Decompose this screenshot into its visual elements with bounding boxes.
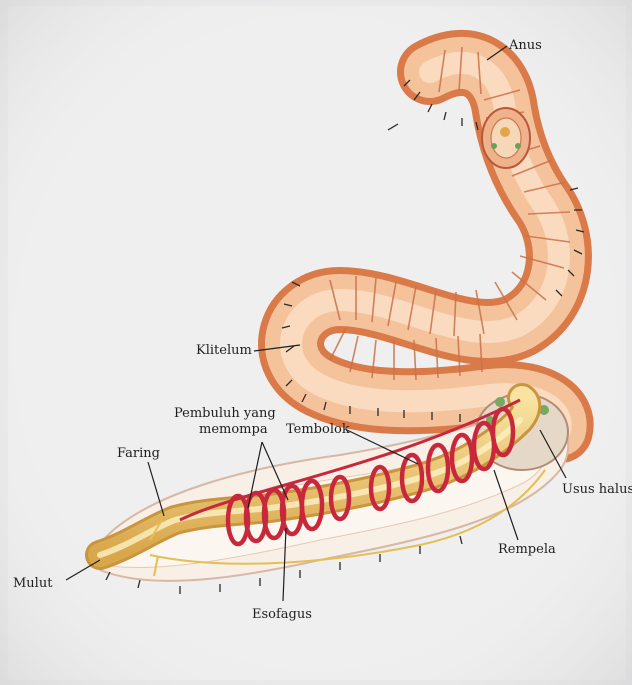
label-pembuluh-line1: Pembuluh yang	[174, 406, 276, 421]
label-klitelum: Klitelum	[196, 343, 252, 358]
label-pembuluh-line2: memompa	[199, 422, 268, 437]
label-faring: Faring	[117, 446, 160, 461]
label-anus: Anus	[509, 38, 542, 53]
label-rempela: Rempela	[498, 542, 556, 557]
label-usus-halus: Usus halus	[562, 482, 632, 497]
label-mulut: Mulut	[13, 576, 52, 591]
label-esofagus: Esofagus	[252, 607, 312, 622]
label-tembolok: Tembolok	[286, 422, 350, 437]
